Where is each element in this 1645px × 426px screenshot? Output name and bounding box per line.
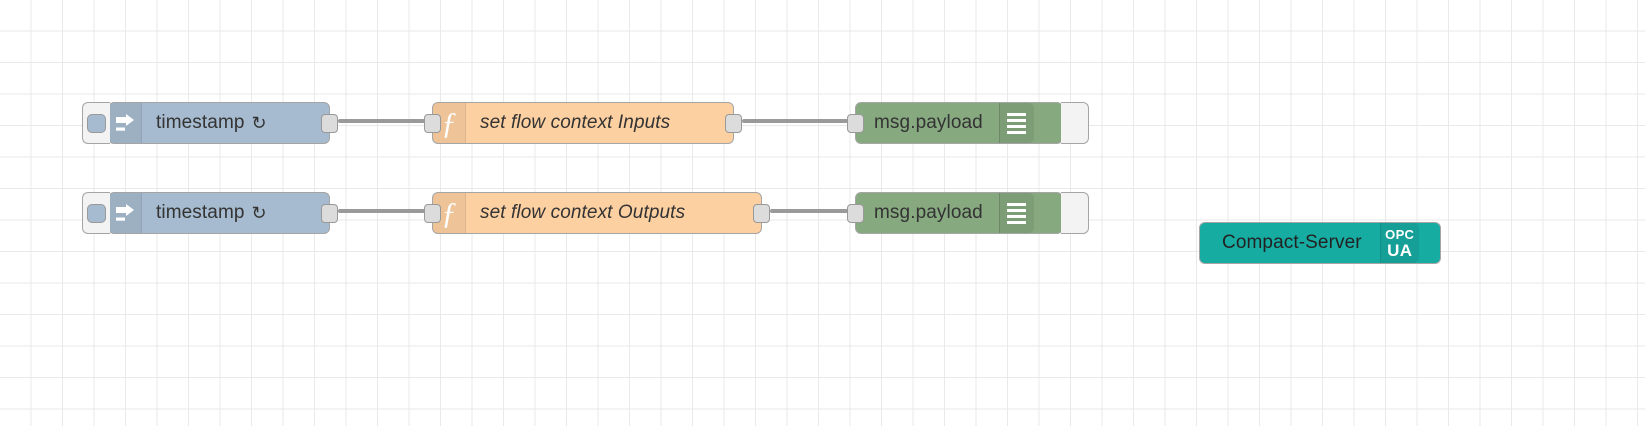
inject-repeat-icon: ↻: [251, 202, 267, 223]
function-node-label: set flow context Inputs: [480, 112, 671, 133]
opcua-node-label: Compact-Server: [1222, 232, 1362, 253]
debug-enable-toggle[interactable]: [1061, 192, 1089, 234]
function-f-glyph: ƒ: [441, 194, 457, 230]
inject-arrow-icon: [109, 103, 142, 143]
inject-node-label: timestamp ↻: [142, 103, 267, 143]
inject-repeat-icon: ↻: [251, 112, 267, 133]
wire-function-to-debug: [770, 209, 855, 213]
opcua-logo-line2: UA: [1387, 240, 1413, 260]
input-port[interactable]: [847, 114, 864, 133]
wire-inject-to-function: [338, 209, 432, 213]
debug-node-label: msg.payload: [874, 202, 983, 223]
opcua-logo-line1: OPC: [1385, 226, 1415, 242]
inject-arrow-icon: [109, 193, 142, 233]
inject-trigger-button[interactable]: [82, 192, 110, 234]
function-node-label: set flow context Outputs: [480, 202, 686, 223]
input-port[interactable]: [847, 204, 864, 223]
inject-label-text: timestamp: [156, 202, 245, 223]
debug-bars-icon: [998, 193, 1034, 233]
function-node-set-flow-context-outputs[interactable]: ƒ set flow context Outputs: [424, 192, 770, 234]
wire-function-to-debug: [742, 119, 855, 123]
inject-node-timestamp-outputs[interactable]: timestamp ↻: [82, 192, 338, 234]
output-port[interactable]: [725, 114, 742, 133]
debug-node-label: msg.payload: [874, 112, 983, 133]
output-port[interactable]: [321, 204, 338, 223]
wire-inject-to-function: [338, 119, 432, 123]
inject-node-timestamp-inputs[interactable]: timestamp ↻: [82, 102, 338, 144]
function-f-glyph: ƒ: [441, 104, 457, 140]
opcua-logo-icon: OPC UA: [1379, 223, 1419, 263]
input-port[interactable]: [424, 114, 441, 133]
output-port[interactable]: [753, 204, 770, 223]
debug-node-msg-payload-inputs[interactable]: msg.payload: [847, 102, 1089, 144]
debug-enable-toggle[interactable]: [1061, 102, 1089, 144]
output-port[interactable]: [321, 114, 338, 133]
inject-trigger-button[interactable]: [82, 102, 110, 144]
debug-node-msg-payload-outputs[interactable]: msg.payload: [847, 192, 1089, 234]
inject-node-label: timestamp ↻: [142, 193, 267, 233]
inject-label-text: timestamp: [156, 112, 245, 133]
inject-trigger-button-inner: [87, 203, 106, 223]
opcua-compact-server-node[interactable]: Compact-Server OPC UA: [1199, 222, 1441, 264]
function-node-set-flow-context-inputs[interactable]: ƒ set flow context Inputs: [424, 102, 742, 144]
input-port[interactable]: [424, 204, 441, 223]
inject-trigger-button-inner: [87, 113, 106, 133]
debug-bars-icon: [998, 103, 1034, 143]
